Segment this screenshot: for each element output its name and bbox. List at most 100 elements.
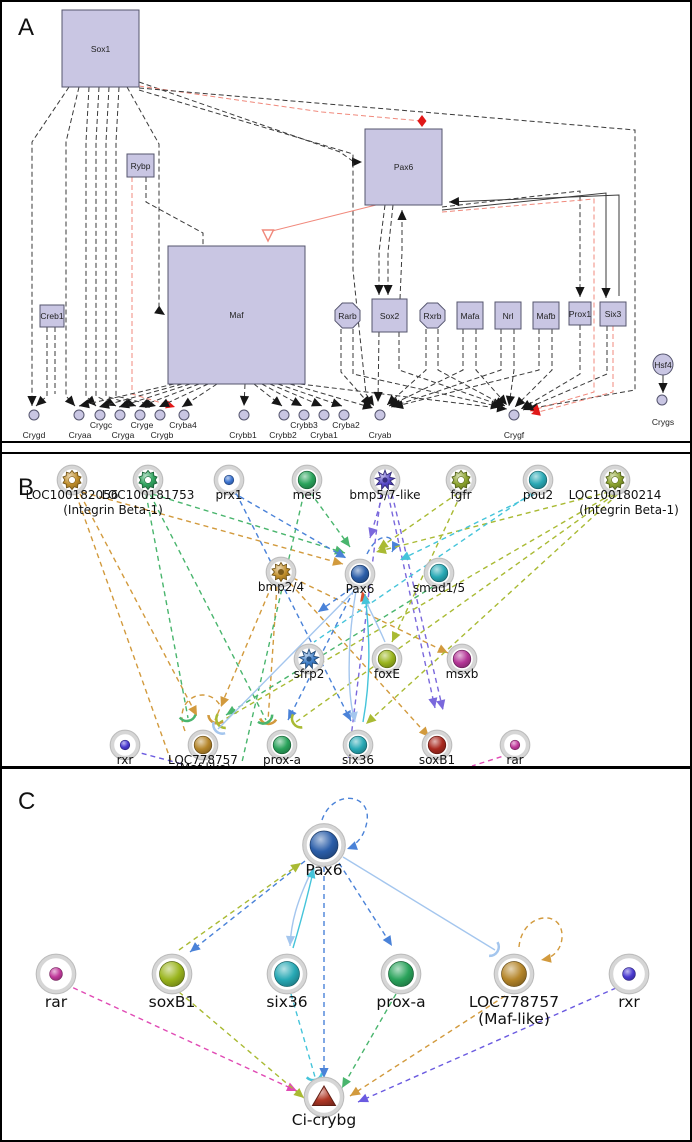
arrowhead [79, 399, 90, 409]
panel-a-bottom-border [2, 441, 690, 443]
gene-node-b757[interactable] [193, 735, 213, 755]
arrowhead [449, 196, 460, 207]
gene-node-msxb[interactable] [452, 649, 472, 669]
gene-node-proxaB[interactable] [272, 735, 292, 755]
arc-arrowhead [207, 714, 224, 725]
gene-node-rxrC-ring [608, 953, 650, 995]
arrowhead [397, 210, 407, 220]
target-gene-node-Crybb1[interactable] [238, 409, 250, 421]
arrowhead [382, 935, 392, 946]
gene-node-soxB1B[interactable] [427, 735, 447, 755]
gene-node-smad15[interactable] [429, 563, 449, 583]
gene-node-Hsf4[interactable] [652, 353, 674, 376]
target-gene-node-Crygf[interactable] [508, 409, 520, 421]
gene-node-b757C[interactable] [501, 961, 527, 987]
gene-node-proxaB-ring [266, 729, 298, 761]
arrowhead [515, 396, 526, 407]
gene-node-Creb1[interactable] [39, 304, 65, 328]
target-gene-node-Cryaa[interactable] [73, 409, 85, 421]
gene-node-Mafa[interactable] [456, 301, 484, 330]
arc-arrowhead [215, 713, 226, 730]
gene-node-bmp57-ring [369, 464, 401, 496]
gene-node-Rarb[interactable] [334, 302, 361, 329]
edge [399, 210, 403, 300]
edge [338, 862, 393, 947]
gene-node-rarB[interactable] [509, 739, 521, 751]
arrowhead [331, 398, 342, 408]
target-gene-node-Cryge[interactable] [134, 409, 146, 421]
gene-node-Rybp[interactable] [126, 153, 155, 178]
gene-node-b056-hole [68, 476, 76, 484]
target-gene-node-Crygd[interactable] [28, 409, 40, 421]
gene-node-sfrp2-center [306, 656, 312, 662]
edge [530, 326, 614, 415]
target-gene-node-Cryba1[interactable] [318, 409, 330, 421]
gene-node-six36B[interactable] [348, 735, 368, 755]
gene-node-Pax6[interactable] [364, 128, 443, 206]
arrowhead [374, 285, 384, 295]
gene-node-prx1[interactable] [223, 474, 235, 486]
arrowhead [505, 395, 515, 406]
edge [65, 86, 80, 407]
gene-node-Sox1[interactable] [61, 9, 140, 88]
target-gene-node-Crybb3[interactable] [298, 409, 310, 421]
edge [388, 329, 464, 407]
target-gene-node-Cryab[interactable] [374, 409, 386, 421]
gene-node-Sox2[interactable] [371, 298, 408, 333]
gene-node-pax6c-ring [302, 823, 346, 867]
gene-node-rxrB[interactable] [119, 739, 131, 751]
edge [241, 492, 305, 763]
gene-node-soxB1C[interactable] [159, 961, 185, 987]
arrowhead [348, 711, 358, 722]
edge [178, 862, 302, 951]
arrowhead [358, 1093, 370, 1103]
gene-node-proxaC[interactable] [388, 961, 414, 987]
gene-node-Six3[interactable] [599, 301, 627, 327]
arrowhead [352, 157, 362, 167]
target-gene-node-Crygc[interactable] [94, 409, 106, 421]
edge [214, 584, 273, 721]
arrowhead [159, 398, 171, 407]
gene-node-cicrybg[interactable] [311, 1085, 337, 1106]
gene-node-bmp24-ring [265, 556, 297, 588]
arrowhead [342, 1077, 351, 1088]
gene-node-pax6c[interactable] [309, 830, 339, 860]
edge [471, 753, 511, 767]
edge [295, 493, 616, 723]
edge [352, 329, 502, 408]
target-gene-node-Crygs[interactable] [656, 394, 668, 406]
edge [138, 87, 636, 410]
edge [299, 383, 508, 410]
edge [340, 329, 372, 407]
arrowhead [350, 1086, 361, 1096]
arrowhead [332, 556, 343, 566]
target-gene-node-Crygb[interactable] [154, 409, 166, 421]
arrowhead [575, 287, 585, 297]
edge [290, 993, 316, 1078]
gene-node-b753-ring [132, 464, 164, 496]
gene-node-Maf[interactable] [167, 245, 306, 385]
target-gene-node-Cryba2[interactable] [338, 409, 350, 421]
arrowhead [658, 383, 668, 393]
gene-node-Mafb[interactable] [532, 301, 560, 330]
edge [514, 329, 553, 408]
edge [31, 86, 70, 406]
target-gene-node-Cryba4[interactable] [178, 409, 190, 421]
target-gene-node-Cryga[interactable] [114, 409, 126, 421]
edge [387, 204, 394, 295]
arrowhead [360, 395, 371, 406]
gene-node-pax6b[interactable] [350, 564, 370, 584]
gene-node-Prox1[interactable] [568, 301, 592, 326]
gene-node-six36C[interactable] [274, 961, 300, 987]
edge [78, 383, 175, 407]
edge [219, 493, 613, 723]
gene-node-rarC[interactable] [49, 967, 63, 981]
gene-node-rxrC[interactable] [622, 967, 636, 981]
gene-node-pou2[interactable] [528, 470, 548, 490]
target-gene-node-Crybb2[interactable] [278, 409, 290, 421]
gene-node-meis[interactable] [297, 470, 317, 490]
open-arrowhead [261, 229, 275, 243]
gene-node-Nrl[interactable] [494, 301, 522, 330]
gene-node-foxE[interactable] [377, 649, 397, 669]
gene-node-Rxrb[interactable] [419, 302, 446, 329]
